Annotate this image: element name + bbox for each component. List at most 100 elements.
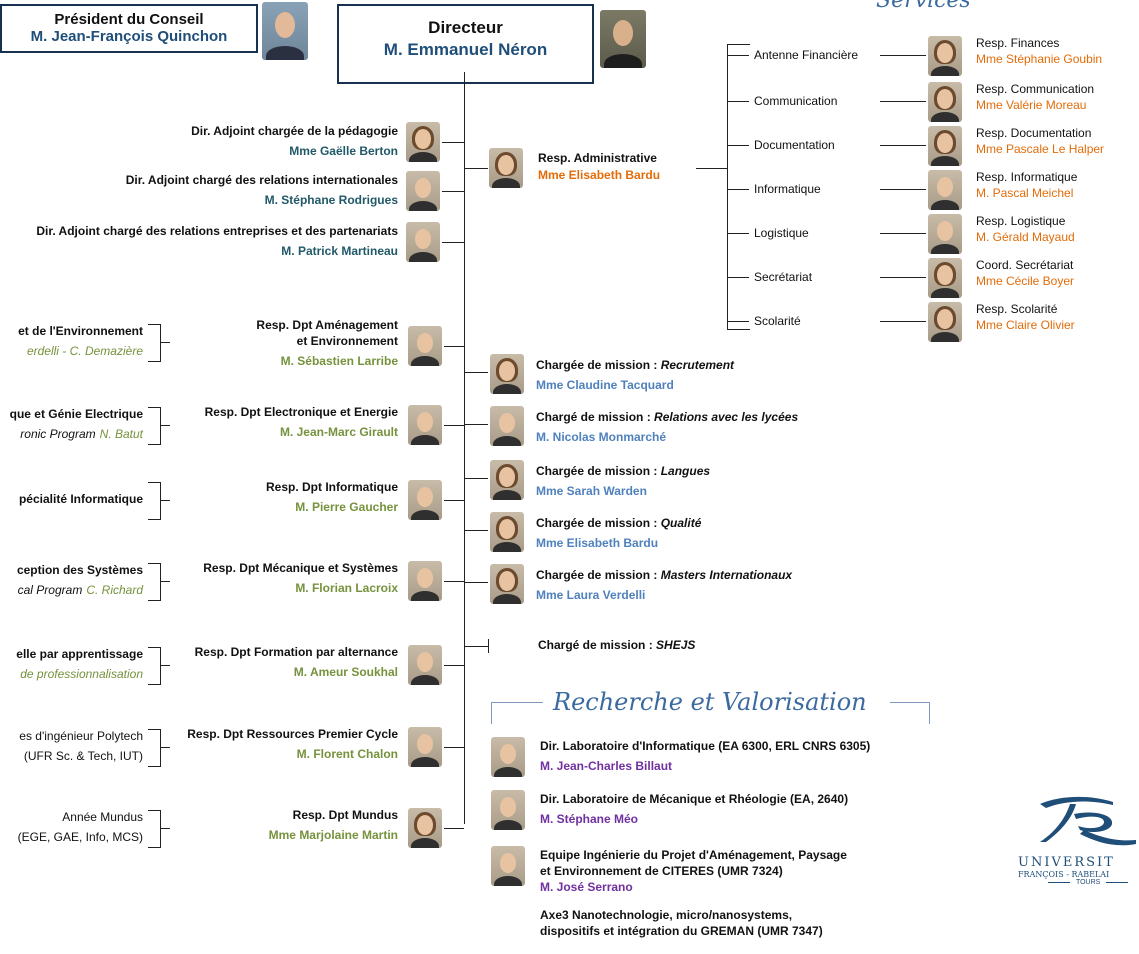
service-resp-photo xyxy=(928,258,962,298)
program-line2-text: de professionnalisation xyxy=(20,667,143,681)
services-heading: Services xyxy=(876,0,971,13)
dept-connector xyxy=(444,581,464,582)
logo-rule-left xyxy=(1048,881,1070,883)
president-box: Président du Conseil M. Jean-François Qu… xyxy=(0,4,258,53)
program-bracket xyxy=(148,482,161,520)
service-label: Antenne Financière xyxy=(754,48,859,62)
program-bracket-tick xyxy=(160,500,170,501)
deputy-connector xyxy=(442,242,464,243)
service-bracket-tick xyxy=(727,101,749,102)
mission-photo xyxy=(490,354,524,394)
program-line1: et de l'Environnement xyxy=(18,324,143,338)
program-bracket-tick xyxy=(160,828,170,829)
dept-title-line1: Resp. Dpt Aménagement xyxy=(256,318,398,332)
university-logo: UNIVERSIT FRANÇOIS - RABELAI TOURS xyxy=(1018,796,1139,886)
research-name: M. José Serrano xyxy=(540,880,633,894)
mission-connector xyxy=(464,372,488,373)
dept-title-line1: Resp. Dpt Ressources Premier Cycle xyxy=(187,727,398,741)
dept-title-line2: et Environnement xyxy=(296,334,398,348)
service-connector xyxy=(880,189,926,190)
program-bracket xyxy=(148,810,161,848)
dept-head-photo xyxy=(408,326,442,366)
mission-title: Chargée de mission : Langues xyxy=(536,464,710,479)
mission-name: Mme Claudine Tacquard xyxy=(536,378,674,392)
service-resp-title: Resp. Informatique xyxy=(976,170,1078,184)
dept-head-name: Mme Marjolaine Martin xyxy=(268,828,398,842)
mission-title: Chargée de mission : Qualité xyxy=(536,516,701,531)
program-line1: Année Mundus xyxy=(62,810,143,824)
service-connector xyxy=(880,321,926,322)
mission-prefix: Chargée de mission : xyxy=(536,358,661,372)
service-bracket-tick xyxy=(727,233,749,234)
mission-prefix: Chargée de mission : xyxy=(536,464,661,478)
dept-connector xyxy=(444,346,464,347)
mission-topic: Qualité xyxy=(660,516,702,530)
dept-head-photo xyxy=(408,727,442,767)
program-bracket xyxy=(148,729,161,767)
service-resp-name: Mme Cécile Boyer xyxy=(976,274,1075,288)
program-line1: elle par apprentissage xyxy=(16,647,143,661)
service-resp-title: Resp. Finances xyxy=(976,36,1060,50)
program-line2-text: (EGE, GAE, Info, MCS) xyxy=(17,830,143,844)
dept-head-name: M. Jean-Marc Girault xyxy=(279,425,398,439)
dept-connector xyxy=(444,747,464,748)
dept-title-line1: Resp. Dpt Informatique xyxy=(265,480,398,494)
service-bracket-tick xyxy=(727,55,749,56)
program-line1: que et Génie Electrique xyxy=(9,407,143,421)
program-coordinator: N. Batut xyxy=(99,427,143,441)
mission-photo xyxy=(490,512,524,552)
research-rule-right-h xyxy=(890,702,930,703)
dept-head-name: M. Sébastien Larribe xyxy=(280,354,398,368)
service-resp-title: Resp. Logistique xyxy=(976,214,1066,228)
president-name: M. Jean-François Quinchon xyxy=(30,28,228,45)
admin-connector xyxy=(464,168,488,169)
mission-topic: Recrutement xyxy=(660,358,735,372)
research-name: M. Stéphane Méo xyxy=(540,812,639,826)
mission-photo xyxy=(490,406,524,446)
service-resp-title: Resp. Communication xyxy=(976,82,1095,96)
research-photo xyxy=(491,790,525,830)
program-bracket-tick xyxy=(160,581,170,582)
mission-connector xyxy=(464,478,488,479)
program-line2: (EGE, GAE, Info, MCS) xyxy=(18,830,143,845)
program-bracket xyxy=(148,647,161,685)
dept-head-photo xyxy=(408,808,442,848)
program-bracket-tick xyxy=(160,665,170,666)
mission-topic: SHEJS xyxy=(656,638,696,652)
deputy-title: Dir. Adjoint chargée de la pédagogie xyxy=(191,124,398,138)
research-title-line2: et Environnement de CITERES (UMR 7324) xyxy=(540,864,783,878)
admin-title: Resp. Administrative xyxy=(538,151,657,165)
program-coordinator: C. Richard xyxy=(86,583,143,597)
mission-title: Chargé de mission : SHEJS xyxy=(538,638,695,653)
mission-name: Mme Sarah Warden xyxy=(536,484,647,498)
service-label: Communication xyxy=(754,94,838,108)
service-connector xyxy=(880,145,926,146)
research-title: Equipe Ingénierie du Projet d'Aménagemen… xyxy=(540,848,847,862)
president-title: Président du Conseil xyxy=(54,11,204,28)
mission-photo xyxy=(490,564,524,604)
service-bracket-tick xyxy=(727,277,749,278)
dept-title-line1: Resp. Dpt Mécanique et Systèmes xyxy=(203,561,398,575)
service-bracket-tick xyxy=(727,321,749,322)
dept-head-photo xyxy=(408,405,442,445)
logo-tours-label: TOURS xyxy=(1075,879,1101,886)
trunk-line xyxy=(464,72,465,824)
service-connector xyxy=(880,55,926,56)
deputy-photo xyxy=(406,122,440,162)
research-rule-left-h xyxy=(491,702,543,703)
mission-prefix: Chargé de mission : xyxy=(536,410,655,424)
service-resp-photo xyxy=(928,302,962,342)
deputy-photo xyxy=(406,222,440,262)
services-bracket xyxy=(727,44,750,330)
service-connector xyxy=(880,277,926,278)
research-title-line2: dispositifs et intégration du GREMAN (UM… xyxy=(540,924,823,938)
dept-connector xyxy=(444,425,464,426)
program-line1: pécialité Informatique xyxy=(18,492,143,506)
dept-connector xyxy=(444,665,464,666)
admin-name: Mme Elisabeth Bardu xyxy=(538,168,661,182)
service-label: Secrétariat xyxy=(754,270,813,284)
service-resp-title: Resp. Documentation xyxy=(976,126,1092,140)
mission-name: M. Nicolas Monmarché xyxy=(536,430,667,444)
deputy-connector xyxy=(442,191,464,192)
